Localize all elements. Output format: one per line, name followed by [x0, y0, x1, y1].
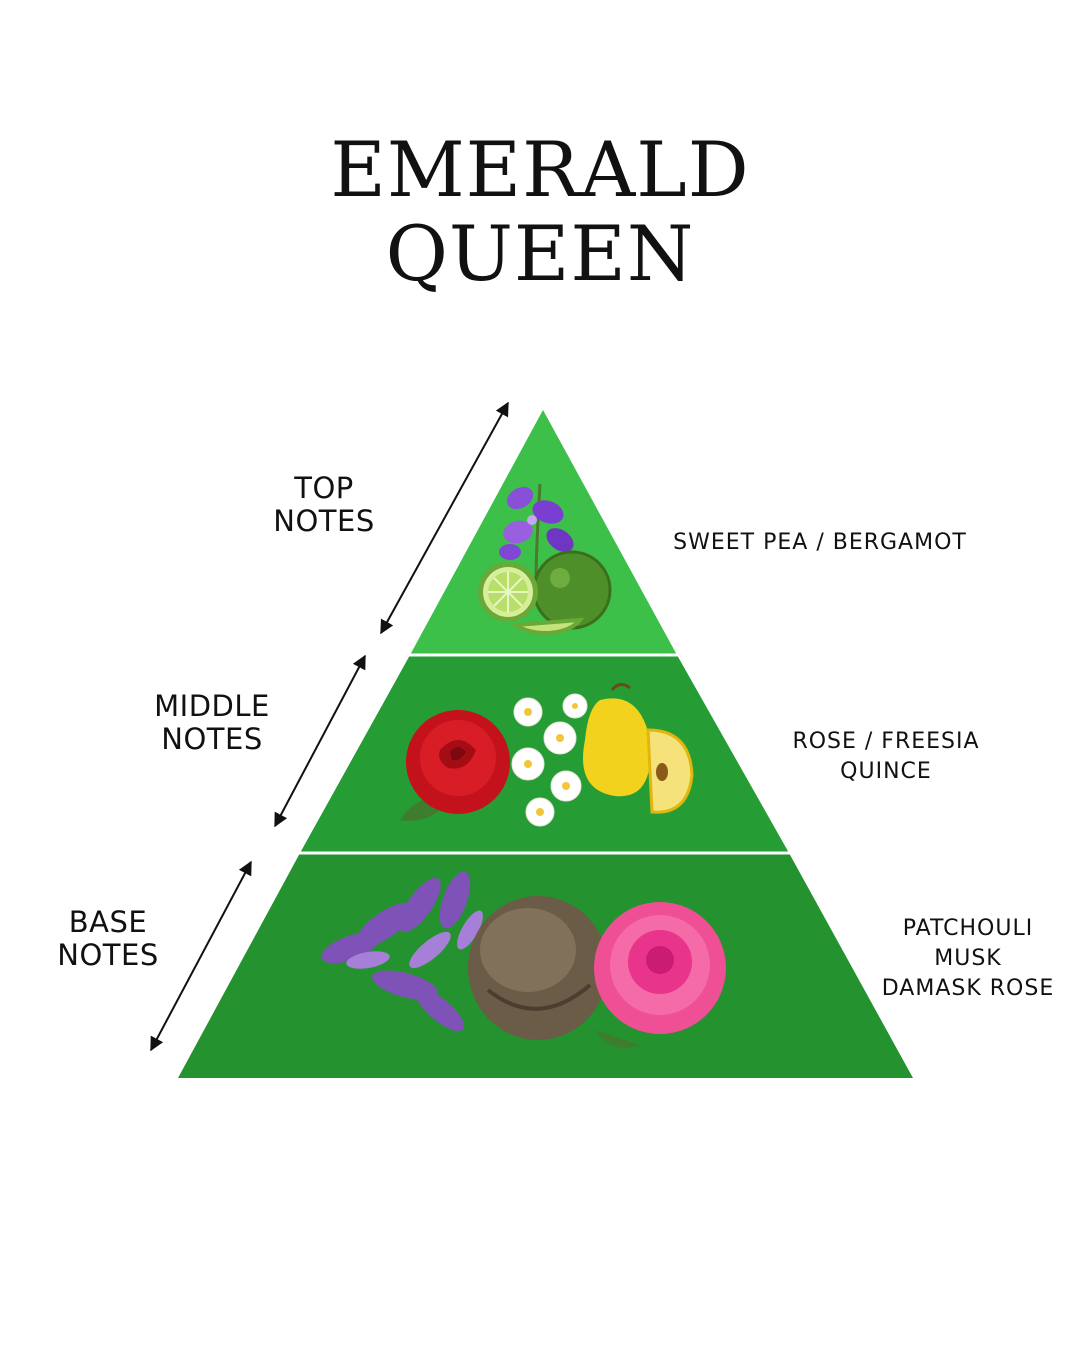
- top-notes-label: TOP NOTES: [244, 472, 404, 538]
- middle-notes-label: MIDDLE NOTES: [122, 690, 302, 756]
- title-line-1: EMERALD: [330, 125, 750, 214]
- base-notes-label: BASE NOTES: [28, 906, 188, 972]
- top-notes-label-line-1: TOP: [294, 471, 354, 505]
- musk-pod-icon: [468, 896, 608, 1040]
- middle-notes-line-1: ROSE / FREESIA: [792, 729, 980, 754]
- freesia-icon: [511, 693, 588, 827]
- base-notes-list: PATCHOULI MUSK DAMASK ROSE: [872, 914, 1064, 1004]
- middle-notes-label-line-2: NOTES: [161, 722, 263, 756]
- top-notes-list: SWEET PEA / BERGAMOT: [650, 528, 990, 558]
- top-tier-arrow: [380, 401, 509, 635]
- top-notes-line-1: SWEET PEA / BERGAMOT: [673, 530, 967, 555]
- bergamot-icon: [532, 550, 612, 630]
- middle-notes-list: ROSE / FREESIA QUINCE: [760, 727, 1012, 787]
- damask-rose-icon: [594, 902, 726, 1048]
- base-notes-line-3: DAMASK ROSE: [881, 976, 1055, 1001]
- middle-notes-label-line-1: MIDDLE: [154, 689, 270, 723]
- middle-notes-line-2: QUINCE: [840, 759, 932, 784]
- base-notes-line-1: PATCHOULI: [902, 916, 1034, 941]
- base-notes-label-line-2: NOTES: [57, 938, 159, 972]
- middle-tier-arrow: [274, 654, 366, 828]
- quince-icon: [583, 683, 694, 814]
- sweet-pea-icon: [499, 483, 574, 586]
- base-tier-arrow: [150, 860, 252, 1052]
- rose-icon: [400, 710, 510, 821]
- top-notes-label-line-2: NOTES: [273, 504, 375, 538]
- top-tier: [410, 410, 677, 655]
- base-notes-line-2: MUSK: [934, 946, 1002, 971]
- lime-icon: [478, 562, 585, 636]
- base-notes-label-line-1: BASE: [68, 905, 148, 939]
- title-line-2: QUEEN: [385, 209, 695, 298]
- page-title: EMERALD QUEEN: [0, 128, 1080, 296]
- lavender-patchouli-icon: [321, 871, 483, 1032]
